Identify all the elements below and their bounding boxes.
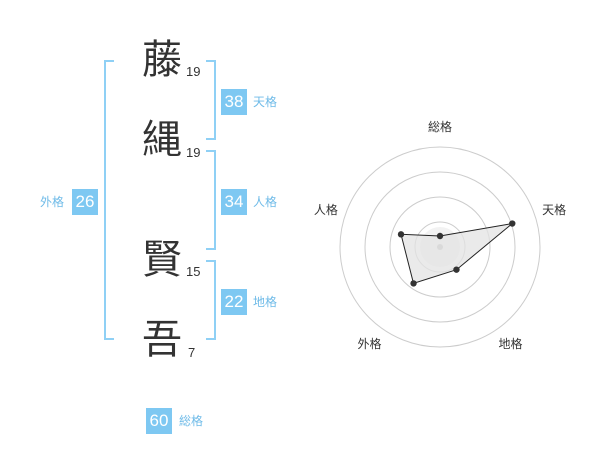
radar-point-2 — [509, 220, 516, 227]
jinkaku-bracket — [206, 150, 216, 250]
radar-axis-label-3: 地格 — [498, 336, 522, 351]
radar-ring-4 — [339, 146, 541, 348]
soukaku-label: 総格 — [179, 414, 204, 428]
radar-axis-label-4: 外格 — [357, 336, 381, 351]
radar-point-4 — [410, 280, 417, 287]
name-char-1: 藤 — [142, 37, 182, 83]
stroke-count-3: 15 — [186, 264, 201, 279]
gaikaku-bracket — [104, 60, 114, 340]
radar-axis-label-1: 総格 — [428, 119, 452, 134]
radar-point-5 — [397, 231, 405, 238]
radar-axis-label-2: 天格 — [542, 202, 566, 217]
tenkaku-bracket — [206, 60, 216, 140]
radar-ring-2 — [389, 196, 491, 298]
radar-point-3 — [453, 266, 460, 273]
tenkaku-label: 天格 — [253, 95, 278, 109]
soukaku-value: 60 — [146, 408, 172, 434]
chikaku-value: 22 — [221, 289, 247, 315]
jinkaku-value: 34 — [221, 189, 247, 215]
stroke-count-2: 19 — [186, 145, 201, 160]
name-char-3: 賢 — [142, 237, 182, 283]
radar-ring-3 — [364, 171, 516, 323]
radar-data-polygon — [400, 222, 515, 285]
stroke-count-1: 19 — [186, 64, 201, 79]
gaikaku-label: 外格 — [40, 195, 65, 209]
gaikaku-value: 26 — [72, 189, 98, 215]
chikaku-bracket — [206, 260, 216, 340]
name-char-4: 吾 — [142, 317, 182, 363]
stroke-count-4: 7 — [188, 345, 196, 360]
radar-point-1 — [436, 232, 444, 240]
chikaku-label: 地格 — [253, 295, 278, 309]
jinkaku-label: 人格 — [253, 195, 278, 209]
name-char-2: 縄 — [142, 117, 182, 163]
radar-axis-label-5: 人格 — [314, 202, 338, 217]
tenkaku-value: 38 — [221, 89, 247, 115]
